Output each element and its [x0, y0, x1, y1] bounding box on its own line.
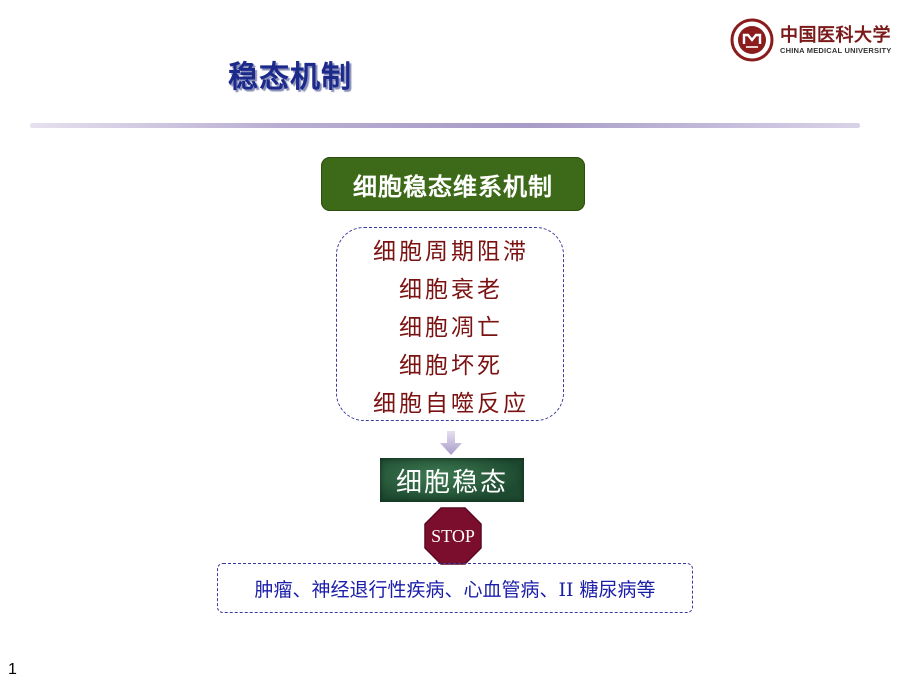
stop-sign: STOP — [424, 507, 482, 565]
university-logo: 中国医科大学 CHINA MEDICAL UNIVERSITY — [730, 18, 892, 62]
title-divider — [30, 123, 860, 128]
logo-name-cn: 中国医科大学 — [780, 25, 891, 46]
slide-title: 稳态机制 — [228, 60, 352, 95]
stop-label: STOP — [431, 525, 475, 546]
homeostasis-box: 细胞稳态 — [380, 458, 524, 502]
stop-sign-icon — [424, 507, 482, 565]
arrow-down-icon — [440, 431, 462, 455]
university-emblem-icon — [730, 18, 774, 62]
logo-name-en: CHINA MEDICAL UNIVERSITY — [780, 46, 892, 55]
page-number: 1 — [8, 661, 17, 678]
mechanism-item: 细胞凋亡 — [399, 315, 503, 341]
mechanism-item: 细胞自噬反应 — [373, 391, 529, 417]
main-mechanism-box: 细胞稳态维系机制 — [321, 157, 585, 211]
mechanism-item: 细胞坏死 — [399, 353, 503, 379]
mechanism-item: 细胞衰老 — [399, 277, 503, 303]
mechanism-item: 细胞周期阻滞 — [373, 239, 529, 265]
mechanism-list-box: 细胞周期阻滞 细胞衰老 细胞凋亡 细胞坏死 细胞自噬反应 — [336, 227, 564, 421]
disease-box: 肿瘤、神经退行性疾病、心血管病、II 糖尿病等 — [217, 563, 693, 613]
